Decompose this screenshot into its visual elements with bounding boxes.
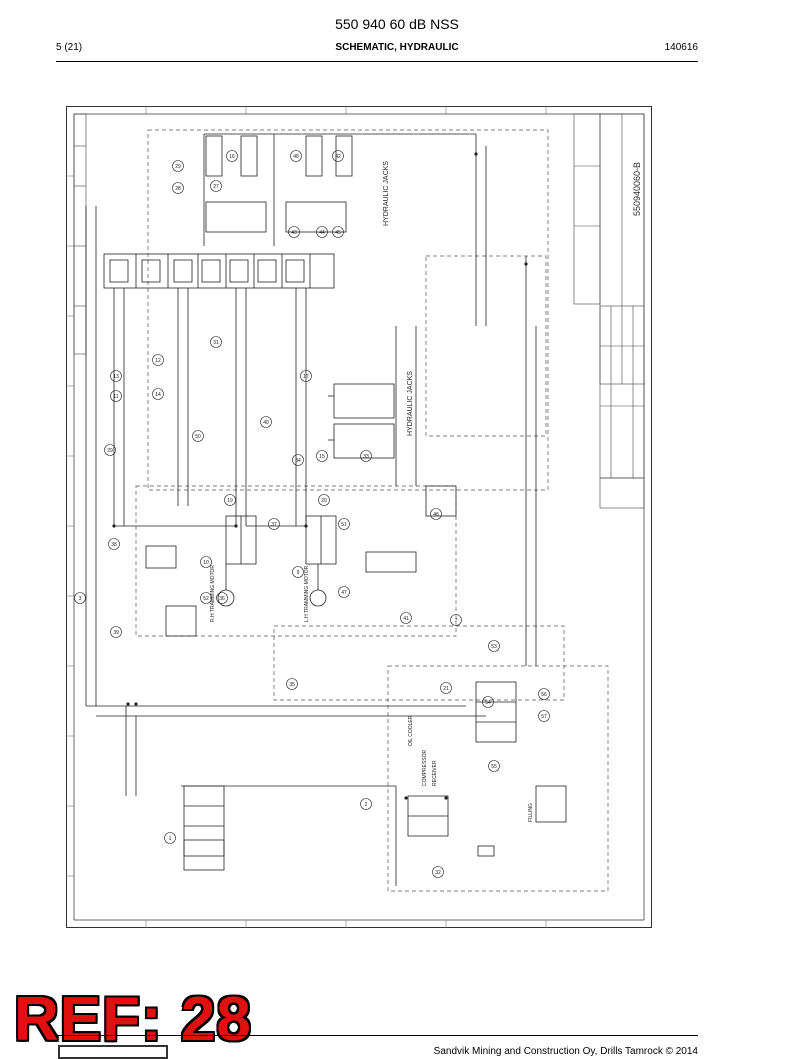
title-block: [573, 113, 645, 509]
callout-number: 47: [341, 590, 347, 596]
hydraulic-schematic-drawing: 550940060-B: [66, 106, 652, 928]
svg-text:550940060-B: 550940060-B: [632, 162, 642, 216]
footer-divider: [56, 1035, 698, 1036]
callout-number: 11: [113, 394, 118, 400]
callout-number: 14: [155, 392, 161, 398]
callout-number: 32: [435, 870, 441, 876]
callout-number: 2: [365, 802, 368, 808]
callout-number: 10: [203, 560, 209, 566]
callout-number: 48: [293, 154, 299, 160]
callout-number: 34: [295, 458, 301, 464]
callout-number: 39: [113, 630, 119, 636]
drawing-frame: [66, 106, 652, 928]
callout-number: 54: [485, 700, 491, 706]
svg-text:HYDRAULIC JACKS: HYDRAULIC JACKS: [383, 161, 390, 226]
section-title: SCHEMATIC, HYDRAULIC: [335, 42, 459, 53]
header-divider: [56, 61, 698, 62]
callout-number: 17: [303, 374, 309, 380]
callout-number: 55: [491, 764, 497, 770]
callout-number: 33: [363, 454, 369, 460]
callout-number: 29: [175, 164, 181, 170]
callout-number: 36: [219, 596, 225, 602]
callout-number: 31: [213, 340, 219, 346]
callout-number: 29: [107, 448, 113, 454]
svg-text:OIL COOLER: OIL COOLER: [408, 715, 414, 746]
valve-bank: [103, 253, 335, 289]
callout-number: 41: [403, 616, 409, 622]
date-code: 140616: [664, 42, 698, 53]
callout-number: 44: [319, 230, 325, 236]
callout-number: 7: [455, 618, 458, 624]
callout-number: 40: [263, 420, 269, 426]
callout-number: 52: [203, 596, 209, 602]
callout-number: 35: [289, 682, 295, 688]
callout-number: 15: [319, 454, 325, 460]
callout-number: 45: [335, 230, 341, 236]
svg-text:HYDRAULIC JACKS: HYDRAULIC JACKS: [407, 371, 414, 436]
callout-number: 46: [433, 512, 439, 518]
callout-number: 53: [491, 644, 497, 650]
svg-text:RECEIVER: RECEIVER: [432, 760, 438, 786]
company-logo: [58, 1045, 168, 1059]
svg-text:FILLING: FILLING: [528, 803, 534, 822]
svg-text:R.H TRAMMING MOTOR: R.H TRAMMING MOTOR: [210, 565, 216, 622]
callout-number: 3: [79, 596, 82, 602]
callout-number: 9: [297, 570, 300, 576]
callout-number: 37: [271, 522, 277, 528]
callout-number: 56: [541, 692, 547, 698]
callout-number: 50: [195, 434, 201, 440]
reference-stamp: REF: 28: [14, 985, 252, 1054]
callout-number: 16: [229, 154, 235, 160]
callout-number: 57: [541, 714, 547, 720]
callout-number: 43: [291, 230, 297, 236]
svg-text:L.H TRAMMING MOTOR: L.H TRAMMING MOTOR: [304, 565, 310, 622]
callout-number: 1: [169, 836, 172, 842]
copyright-notice: Sandvik Mining and Construction Oy, Dril…: [433, 1046, 698, 1057]
callout-number: 28: [175, 186, 181, 192]
callout-number: 19: [227, 498, 233, 504]
callout-number: 38: [111, 542, 117, 548]
callout-number: 21: [443, 686, 449, 692]
svg-text:COMPRESSOR: COMPRESSOR: [422, 749, 428, 786]
page-number: 5 (21): [56, 42, 83, 53]
callout-number: 12: [155, 358, 161, 364]
callout-number: 13: [113, 374, 119, 380]
callout-number: 27: [213, 184, 219, 190]
callout-number: 51: [341, 522, 347, 528]
document-title: 550 940 60 dB NSS: [335, 16, 459, 32]
callout-number: 20: [321, 498, 327, 504]
callout-number: 42: [335, 154, 341, 160]
